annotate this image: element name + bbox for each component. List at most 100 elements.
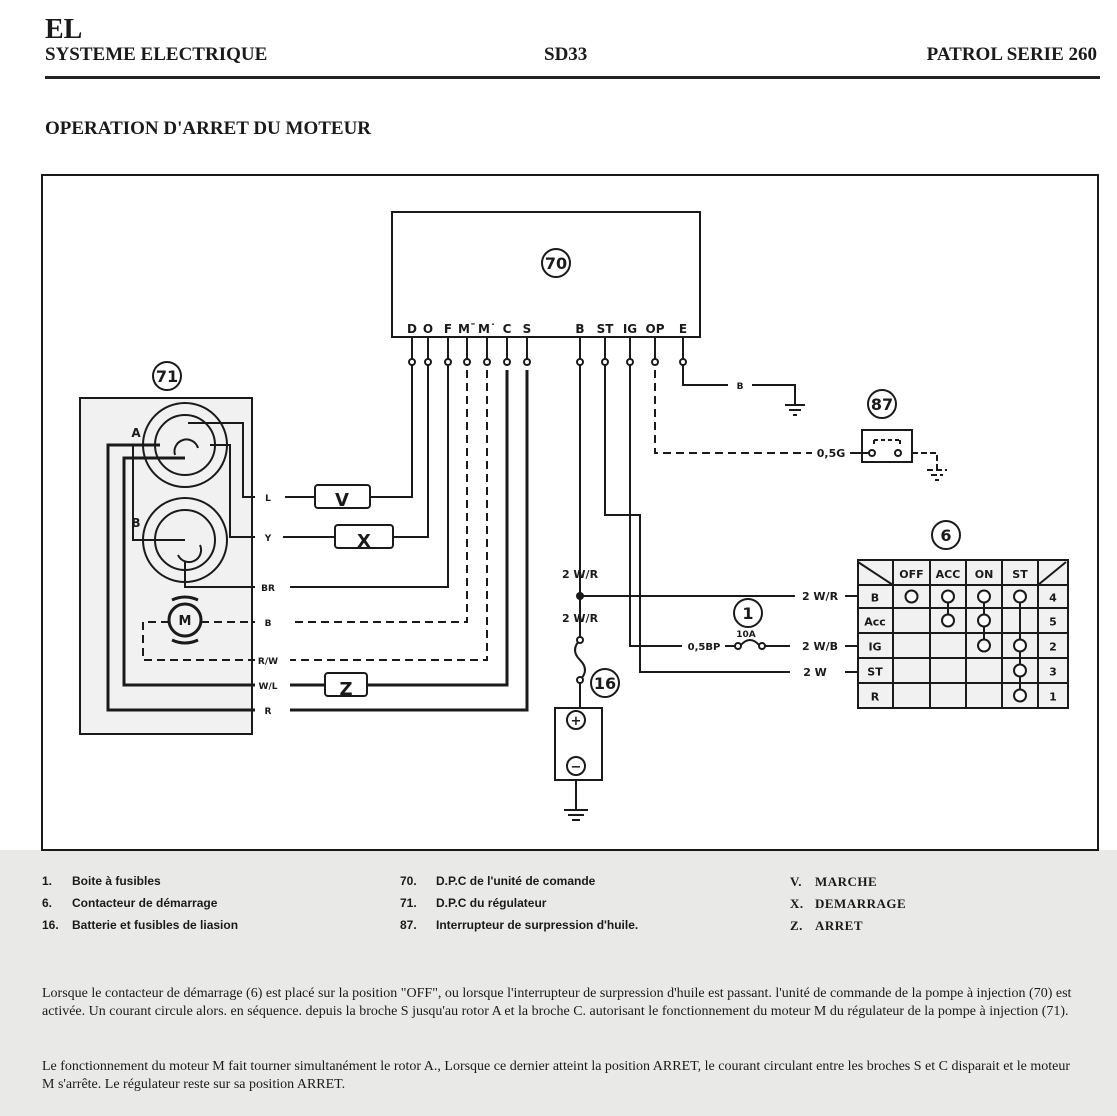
rotor-b-arrow-icon [177,544,203,564]
wire-e-ground [682,362,805,416]
ignition-switch-ref-6-circle [931,520,961,550]
switch-pin-number: 1 [1049,691,1057,704]
ecu-pin-terminal [601,358,609,366]
fuse-wire-label: 0,5BP [688,642,721,653]
legend-number: 87. [400,918,417,932]
switch-pin-number: 3 [1049,666,1057,679]
switch-contact [904,589,919,604]
battery-minus: − [571,760,582,775]
section-title: SYSTEME ELECTRIQUE [45,44,268,65]
ecu-pin-label: M˙ [478,322,496,336]
battery-ref-16: 16 [594,674,616,693]
diagram-frame [41,174,1099,851]
fuse-ref-1: 1 [742,604,753,623]
ecu-box-70 [391,211,701,338]
switch-position-on: ON [975,568,994,581]
switch-position-st: ST [1012,568,1028,581]
motor-brushes [171,595,199,645]
fuse-ref-1-circle [733,598,763,628]
ecu-pin-label: F [444,322,452,336]
ecu-pin-label: ST [597,322,615,336]
legend-number: X. [790,896,804,911]
wire-s [290,370,529,712]
battery-wire-label: 2 W/R [562,568,599,581]
ecu-pin-terminal [503,358,511,366]
regulator-wire-label: R [265,707,272,717]
legend-number: 1. [42,874,53,888]
rotor-b-label: B [131,516,140,530]
ecu-pin-label: O [423,322,433,336]
link-terminal [576,636,584,644]
oil-switch-ref-87-circle [867,389,897,419]
legend-text: ARRET [815,918,864,933]
wire-d [285,362,413,498]
regulator-wire-label: B [265,619,272,629]
switch-contact [1013,663,1027,678]
page-title: OPERATION D'ARRET DU MOTEUR [45,118,372,139]
legend-text: DEMARRAGE [815,896,907,911]
table-corner-diagonal [1037,561,1067,586]
fuse-icon [739,639,761,647]
battery-plus: + [571,714,582,729]
wire-m-minus [290,370,468,623]
switch-pin-number: 2 [1049,641,1057,654]
ecu-pin-label: E [679,322,687,336]
legend-text: D.P.C du régulateur [436,896,547,910]
switch-terminal [894,449,902,457]
fuse-terminal [734,642,742,650]
switch-terminal-acc: Acc [864,616,886,629]
legend-text: Interrupteur de surpression d'huile. [436,918,639,932]
switch-leads [845,595,858,673]
switch-contact [977,638,991,653]
ecu-pin-terminal [651,358,659,366]
battery-ground [564,780,588,821]
regulator-ref-71: 71 [156,367,178,386]
ecu-ref-70-circle [541,248,571,278]
ecu-pin-terminal [408,358,416,366]
ecu-pin-terminal [424,358,432,366]
box-label-z: Z [339,679,352,700]
ecu-pin-terminal [483,358,491,366]
ground-87 [912,452,947,481]
legend-number: 16. [42,918,59,932]
battery-ref-16-circle [590,668,620,698]
switch-position-off: OFF [899,568,923,581]
ecu-pin-label: C [503,322,512,336]
wire-ig [629,362,790,647]
battery-plus-terminal [566,710,586,730]
ecu-pin-terminal [444,358,452,366]
description-paragraph-2: Le fonctionnement du moteur M fait tourn… [42,1059,1071,1092]
battery-wire-label: 2 W/R [562,612,599,625]
ecu-ref-70: 70 [545,254,567,273]
legend-number: 6. [42,896,53,910]
switch-terminal-r: R [871,691,880,704]
ecu-pin-label: Mˉ [458,322,476,336]
box-x [334,524,394,549]
switch-terminal-st: ST [867,666,883,679]
link-terminal [576,676,584,684]
box-label-x: X [357,531,371,552]
wire-o [283,362,429,538]
switch-terminal-b: B [871,592,879,605]
box-label-v: V [335,490,349,511]
ecu-pin-terminal [626,358,634,366]
legend-text: D.P.C de l'unité de comande [436,874,596,888]
model-name: PATROL SERIE 260 [926,44,1097,65]
engine-code: SD33 [544,44,588,65]
wire-y [210,444,255,538]
legend-text: Boite à fusibles [72,874,161,888]
switch-contact [1013,688,1027,703]
fuse-rating: 10A [736,630,756,640]
legend-text: MARCHE [815,874,878,889]
legend-number: Z. [790,918,803,933]
oil-switch-ref-87: 87 [871,395,893,414]
ecu-pin-label: S [523,322,532,336]
regulator-ref-71-circle [152,361,182,391]
legend-number: 71. [400,896,417,910]
ignition-switch-ref-6: 6 [940,526,951,545]
legend-number: V. [790,874,802,889]
table-corner-diagonal [857,561,894,586]
wire-f [290,362,449,588]
legend-number: 70. [400,874,417,888]
regulator-wire-label: R/W [258,657,278,667]
